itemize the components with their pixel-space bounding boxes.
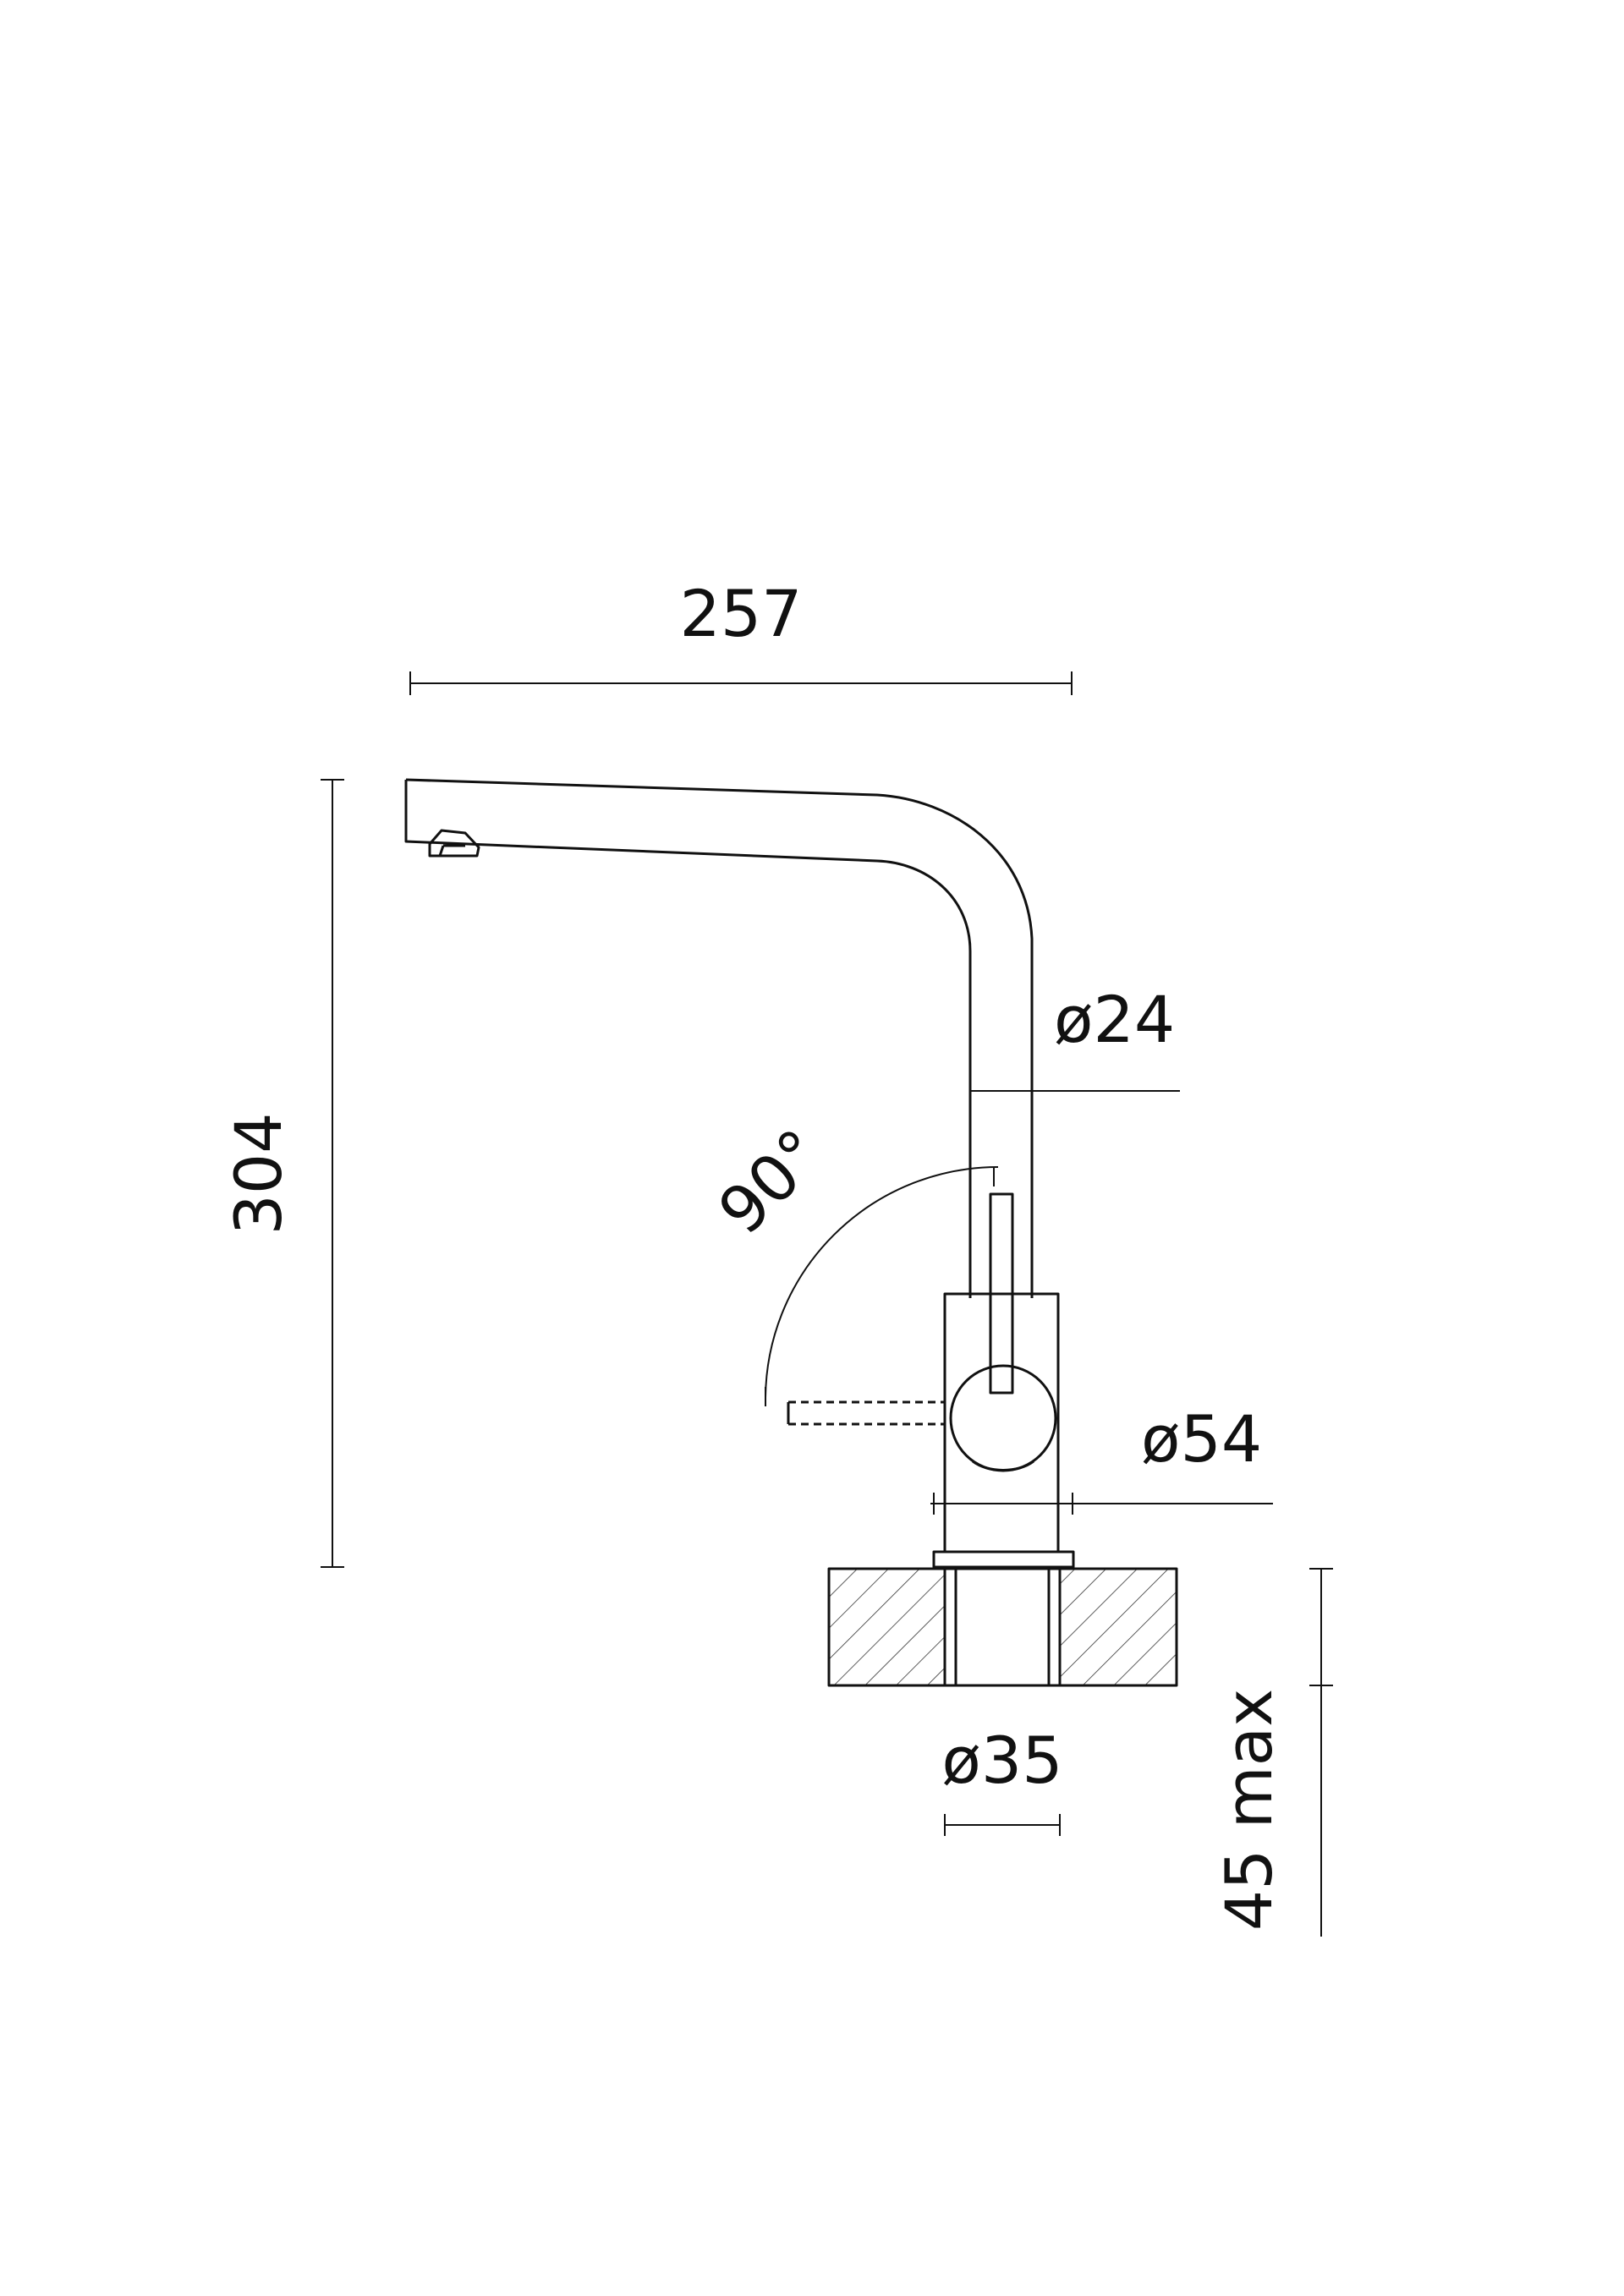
dimension-rotation: 90° (704, 1115, 999, 1406)
faucet-outline (404, 778, 1075, 1569)
mounting-shank (943, 1565, 1062, 1687)
aerator (428, 829, 480, 858)
dimension-hole-diameter: ø35 (941, 1723, 1063, 1836)
dimension-height-label: 304 (221, 1112, 296, 1235)
dimension-height: 304 (221, 779, 344, 1568)
lever-knob (949, 1364, 1057, 1472)
dimension-deck-thickness-label: 45 max (1211, 1689, 1287, 1931)
lever-handle (989, 1192, 1014, 1395)
dimension-spout-diameter: ø24 (970, 982, 1180, 1092)
dimension-rotation-label: 90° (704, 1115, 837, 1248)
dimension-body-diameter: ø54 (930, 1401, 1273, 1515)
dimension-spout-diameter-label: ø24 (1054, 982, 1175, 1057)
countertop-section (827, 1565, 1178, 1687)
dimension-reach: 257 (409, 576, 1073, 695)
base-plate (932, 1550, 1075, 1569)
dimension-hole-diameter-label: ø35 (941, 1723, 1062, 1798)
dimension-deck-thickness: 45 max (1211, 1568, 1333, 1937)
dimension-reach-label: 257 (679, 576, 802, 651)
faucet-body (943, 1292, 1060, 1553)
lever-rotated-position (787, 1400, 945, 1426)
dimension-body-diameter-label: ø54 (1141, 1401, 1262, 1477)
